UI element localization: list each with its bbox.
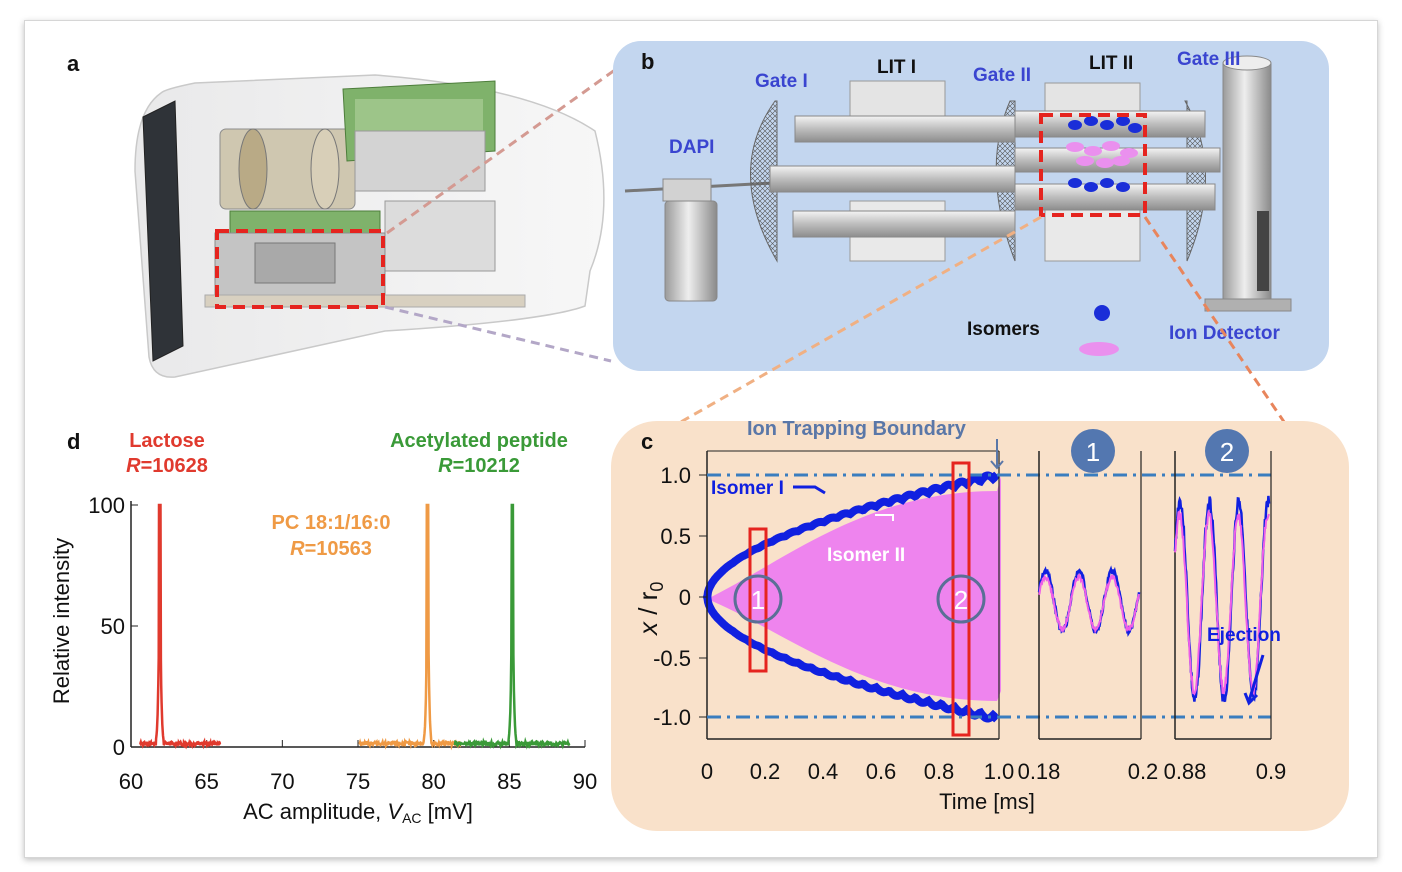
lit-ii-label: LIT II xyxy=(1089,53,1133,74)
d-series-name-1: PC 18:1/16:0 xyxy=(272,512,391,534)
d-series-resolution-0: R=10628 xyxy=(126,455,208,477)
isomer-i-lower-envelope xyxy=(703,594,1000,723)
panel-c-x-ticks: 0 0.2 0.4 0.6 0.8 1.0 xyxy=(701,759,1014,784)
front-screen xyxy=(142,100,184,362)
c-ytick-0: 0 xyxy=(679,585,691,610)
figure-canvas: a b xyxy=(49,41,1349,831)
zoom-panel-1: 1 0.18 0.2 xyxy=(1018,429,1159,784)
figure-frame: a b xyxy=(24,20,1378,858)
panel-a-label: a xyxy=(67,51,80,76)
d-xtick-label: 85 xyxy=(497,769,521,794)
d-series-resolution-1: R=10563 xyxy=(290,538,372,560)
zoom1-xtick-left: 0.18 xyxy=(1018,759,1061,784)
gate-i-label: Gate I xyxy=(755,71,808,92)
panel-d-y-axis-label: Relative intensity xyxy=(49,538,74,704)
gate-ii-label: Gate II xyxy=(973,65,1031,86)
gate-i-mesh xyxy=(750,100,778,263)
selection-rect-2 xyxy=(951,461,971,737)
boundary-label: Ion Trapping Boundary xyxy=(747,418,967,440)
panel-a: a xyxy=(67,51,634,378)
zoom2-xtick-left: 0.88 xyxy=(1164,759,1207,784)
zoom-panel-2: 2 Ejection 0.88 0.9 xyxy=(1164,429,1287,784)
c-xtick-0-4: 0.4 xyxy=(808,759,839,784)
d-ytick-label: 50 xyxy=(101,614,125,639)
isomer-ii-envelope xyxy=(707,476,1001,701)
c-ytick-neg-0-5: -0.5 xyxy=(653,646,691,671)
c-xtick-0-8: 0.8 xyxy=(924,759,955,784)
instrument-illustration xyxy=(134,74,605,378)
d-series-line-1 xyxy=(358,503,462,751)
selection-rect-1 xyxy=(748,527,768,673)
zoom1-isomer-ii-trace xyxy=(1038,572,1140,634)
c-xtick-0-6: 0.6 xyxy=(866,759,897,784)
isomer-i-label: Isomer I xyxy=(711,478,784,499)
c-ytick-neg-1: -1.0 xyxy=(653,705,691,730)
marker-circle-2 xyxy=(936,574,986,624)
panel-d-label: d xyxy=(67,429,80,454)
panel-b-label: b xyxy=(641,49,654,74)
panel-d-y-ticks: 100 50 0 xyxy=(88,493,138,760)
zoom1-xtick-right: 0.2 xyxy=(1128,759,1159,784)
ejection-label: Ejection xyxy=(1207,625,1281,646)
zoom1-badge xyxy=(1071,429,1115,473)
d-series-line-2 xyxy=(453,503,571,750)
panel-c-axes xyxy=(706,450,1000,740)
panel-d-x-axis-label: AC amplitude, VAC [mV] xyxy=(243,799,473,826)
zoom-box-b xyxy=(1039,113,1147,217)
zoom2-badge-number: 2 xyxy=(1220,437,1234,467)
panel-c-y-ticks: 1.0 0.5 0 -0.5 -1.0 xyxy=(653,463,707,730)
marker-circle-2-number: 2 xyxy=(954,585,968,615)
isomer-i-upper-envelope xyxy=(703,471,1000,600)
lit-i-label: LIT I xyxy=(877,57,916,78)
c-xtick-0: 0 xyxy=(701,759,713,784)
marker-circle-1-number: 1 xyxy=(751,585,765,615)
panel-c-x-axis-label: Time [ms] xyxy=(939,789,1035,814)
d-xtick-label: 75 xyxy=(346,769,370,794)
gate-iii-label: Gate III xyxy=(1177,49,1240,70)
panel-d-series xyxy=(138,503,571,751)
d-xtick-label: 65 xyxy=(194,769,218,794)
d-xtick-label: 60 xyxy=(119,769,143,794)
isomers-label: Isomers xyxy=(967,319,1040,340)
zoom2-badge xyxy=(1205,429,1249,473)
d-series-resolution-2: R=10212 xyxy=(438,455,520,477)
panel-c-y-axis-label: x / r0 xyxy=(633,582,667,637)
panel-c: c 1.0 0.5 0 -0.5 -1.0 xyxy=(611,418,1349,831)
d-series-line-0 xyxy=(138,503,222,750)
ejection-arrow xyxy=(1243,654,1265,706)
dapi-valve xyxy=(624,178,774,302)
boundary-arrow xyxy=(990,439,1004,470)
isomer-ii-label: Isomer II xyxy=(827,545,905,566)
isomer-i-legend-icon xyxy=(1094,305,1110,321)
c-xtick-0-2: 0.2 xyxy=(750,759,781,784)
d-ytick-label: 100 xyxy=(88,493,125,518)
d-series-name-0: Lactose xyxy=(129,430,205,452)
zoom1-badge-number: 1 xyxy=(1086,437,1100,467)
c-xtick-1-0: 1.0 xyxy=(984,759,1015,784)
ion-detector xyxy=(1204,55,1292,312)
marker-circle-1 xyxy=(733,574,783,624)
c-ytick-0-5: 0.5 xyxy=(660,524,691,549)
isomer-ii-legend-icon xyxy=(1079,342,1119,356)
lit-i-block xyxy=(769,80,1016,262)
dapi-label: DAPI xyxy=(669,137,714,158)
panel-d-x-ticks: 60 65 70 75 80 85 90 xyxy=(119,740,597,794)
panel-d: d 60 65 70 75 80 85 90 100 50 0 LactoseR=10628PC… xyxy=(49,429,597,826)
d-series-name-2: Acetylated peptide xyxy=(390,430,568,452)
zoom2-xtick-right: 0.9 xyxy=(1256,759,1287,784)
d-xtick-label: 80 xyxy=(421,769,445,794)
panel-c-label: c xyxy=(641,429,653,454)
c-ytick-1: 1.0 xyxy=(660,463,691,488)
zoom2-isomer-ii-trace xyxy=(1174,509,1270,697)
d-xtick-label: 70 xyxy=(270,769,294,794)
panel-b: b xyxy=(613,41,1329,442)
trapped-ions xyxy=(1066,116,1142,192)
d-ytick-label: 0 xyxy=(113,735,125,760)
d-xtick-label: 90 xyxy=(573,769,597,794)
zoom-box-a xyxy=(215,229,385,309)
